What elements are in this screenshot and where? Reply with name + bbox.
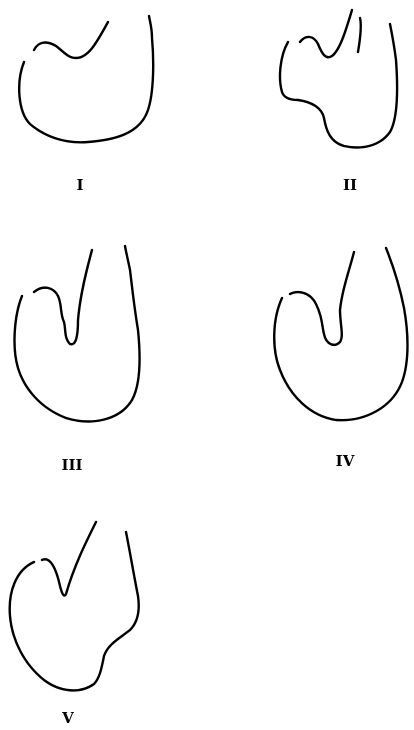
figure-iv: IV [274,248,407,470]
figure-ii-outline [280,10,397,147]
figure-iv-label: IV [336,452,355,470]
figure-i-outline [19,16,153,142]
figure-v: V [10,522,139,727]
figure-iii-outline [15,246,140,421]
figure-iii: III [15,246,140,474]
figure-i-label: I [76,176,83,194]
figure-i: I [19,16,153,194]
figure-iv-outline [274,248,407,420]
figure-iii-label: III [61,456,82,474]
figure-v-label: V [61,709,74,727]
figure-v-outline [10,522,139,690]
figure-ii-label: II [343,176,357,194]
figure-ii: II [280,10,397,194]
